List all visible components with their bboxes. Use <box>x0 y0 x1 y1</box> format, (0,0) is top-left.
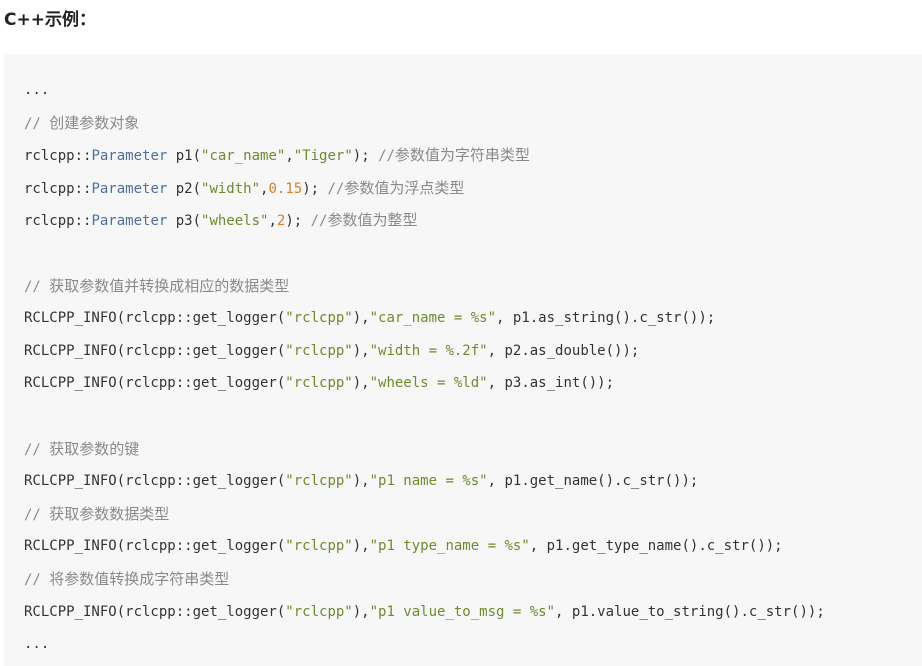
code-string: "car_name = %s" <box>369 310 497 327</box>
code-text: , p1.get_name().c_str()); <box>487 473 699 490</box>
code-string: "p1 value_to_msg = %s" <box>369 603 556 620</box>
code-string: "Tiger" <box>293 148 353 165</box>
code-text: ), <box>352 538 370 555</box>
code-string: "rclcpp" <box>285 538 353 555</box>
code-comment: 参数值为字符串类型 <box>394 146 530 165</box>
code-comment: // <box>24 278 50 295</box>
code-line: // 创建参数对象 <box>24 107 922 140</box>
code-comment: // <box>24 571 50 588</box>
code-line: RCLCPP_INFO(rclcpp::get_logger("rclcpp")… <box>24 367 922 400</box>
code-string: "car_name" <box>201 148 286 165</box>
code-line: rclcpp::Parameter p2("width",0.15); //参数… <box>24 172 922 205</box>
code-text: ); <box>285 213 311 230</box>
code-line: RCLCPP_INFO(rclcpp::get_logger("rclcpp")… <box>24 335 922 368</box>
code-blank-line: ​ <box>24 237 922 270</box>
code-text: , <box>260 180 269 197</box>
code-line: RCLCPP_INFO(rclcpp::get_logger("rclcpp")… <box>24 465 922 498</box>
code-text: ); <box>302 180 328 197</box>
code-line: RCLCPP_INFO(rclcpp::get_logger("rclcpp")… <box>24 302 922 335</box>
code-text: rclcpp:: <box>24 180 92 197</box>
code-line: rclcpp::Parameter p3("wheels",2); //参数值为… <box>24 204 922 237</box>
code-line: RCLCPP_INFO(rclcpp::get_logger("rclcpp")… <box>24 596 922 629</box>
code-comment: // <box>24 441 50 458</box>
code-comment: // <box>327 180 345 197</box>
code-text: , <box>285 148 294 165</box>
code-text: ... <box>24 636 50 653</box>
code-string: "rclcpp" <box>285 342 353 359</box>
code-comment: 创建参数对象 <box>49 113 140 132</box>
code-line: ... <box>24 74 922 107</box>
code-type: Parameter <box>91 213 168 230</box>
code-comment: 参数值为整型 <box>327 211 418 230</box>
code-string: "width = %.2f" <box>369 342 488 359</box>
code-string: "rclcpp" <box>285 375 353 392</box>
code-comment: 获取参数数据类型 <box>49 504 170 523</box>
code-text: ... <box>24 82 50 98</box>
code-line: // 将参数值转换成字符串类型 <box>24 563 922 596</box>
code-text: , p1.as_string().c_str()); <box>496 310 716 327</box>
code-text: ), <box>352 342 370 359</box>
code-text: , p2.as_double()); <box>487 342 640 359</box>
code-string: "rclcpp" <box>285 310 353 327</box>
code-text: p3( <box>167 213 202 230</box>
code-text: ), <box>352 473 370 490</box>
code-comment: 将参数值转换成字符串类型 <box>49 569 230 588</box>
code-text: RCLCPP_INFO(rclcpp::get_logger( <box>24 310 286 327</box>
section-heading: C++示例： <box>4 10 96 30</box>
code-number: 0.15 <box>268 180 303 197</box>
code-string: "rclcpp" <box>285 603 353 620</box>
code-text: ), <box>352 375 370 392</box>
code-line: rclcpp::Parameter p1("car_name","Tiger")… <box>24 139 922 172</box>
code-type: Parameter <box>91 148 168 165</box>
code-line: // 获取参数数据类型 <box>24 498 922 531</box>
code-string: "p1 type_name = %s" <box>369 538 530 555</box>
code-comment: 获取参数的键 <box>49 439 140 458</box>
code-comment: // <box>24 115 50 132</box>
code-text: RCLCPP_INFO(rclcpp::get_logger( <box>24 375 286 392</box>
code-text: RCLCPP_INFO(rclcpp::get_logger( <box>24 342 286 359</box>
code-text: rclcpp:: <box>24 148 92 165</box>
code-text: ); <box>352 148 379 165</box>
code-line: // 获取参数的键 <box>24 433 922 466</box>
code-text: RCLCPP_INFO(rclcpp::get_logger( <box>24 473 286 490</box>
code-comment: // <box>378 148 395 165</box>
code-text: p1( <box>167 148 202 165</box>
code-number: 2 <box>276 213 286 230</box>
code-string: "rclcpp" <box>285 473 353 490</box>
code-text: RCLCPP_INFO(rclcpp::get_logger( <box>24 538 286 555</box>
code-text: , p1.value_to_string().c_str()); <box>555 603 825 620</box>
code-comment: // <box>310 213 328 230</box>
code-comment: 获取参数值并转换成相应的数据类型 <box>49 276 290 295</box>
code-text: rclcpp:: <box>24 213 92 230</box>
code-line: // 获取参数值并转换成相应的数据类型 <box>24 270 922 303</box>
code-text: , <box>268 213 277 230</box>
code-comment: 参数值为浮点类型 <box>344 178 465 197</box>
code-type: Parameter <box>91 180 168 197</box>
code-blank-line: ​ <box>24 400 922 433</box>
code-string: "p1 name = %s" <box>369 473 488 490</box>
code-text: , p1.get_type_name().c_str()); <box>529 538 783 555</box>
code-string: "width" <box>201 180 261 197</box>
code-string: "wheels = %ld" <box>369 375 488 392</box>
code-text: ), <box>352 310 370 327</box>
code-line: RCLCPP_INFO(rclcpp::get_logger("rclcpp")… <box>24 530 922 563</box>
code-text: , p3.as_int()); <box>487 375 615 392</box>
code-text: ), <box>352 603 370 620</box>
code-text: RCLCPP_INFO(rclcpp::get_logger( <box>24 603 286 620</box>
code-comment: // <box>24 506 50 523</box>
code-string: "wheels" <box>201 213 269 230</box>
code-text: p2( <box>167 180 202 197</box>
code-line: ... <box>24 628 922 661</box>
